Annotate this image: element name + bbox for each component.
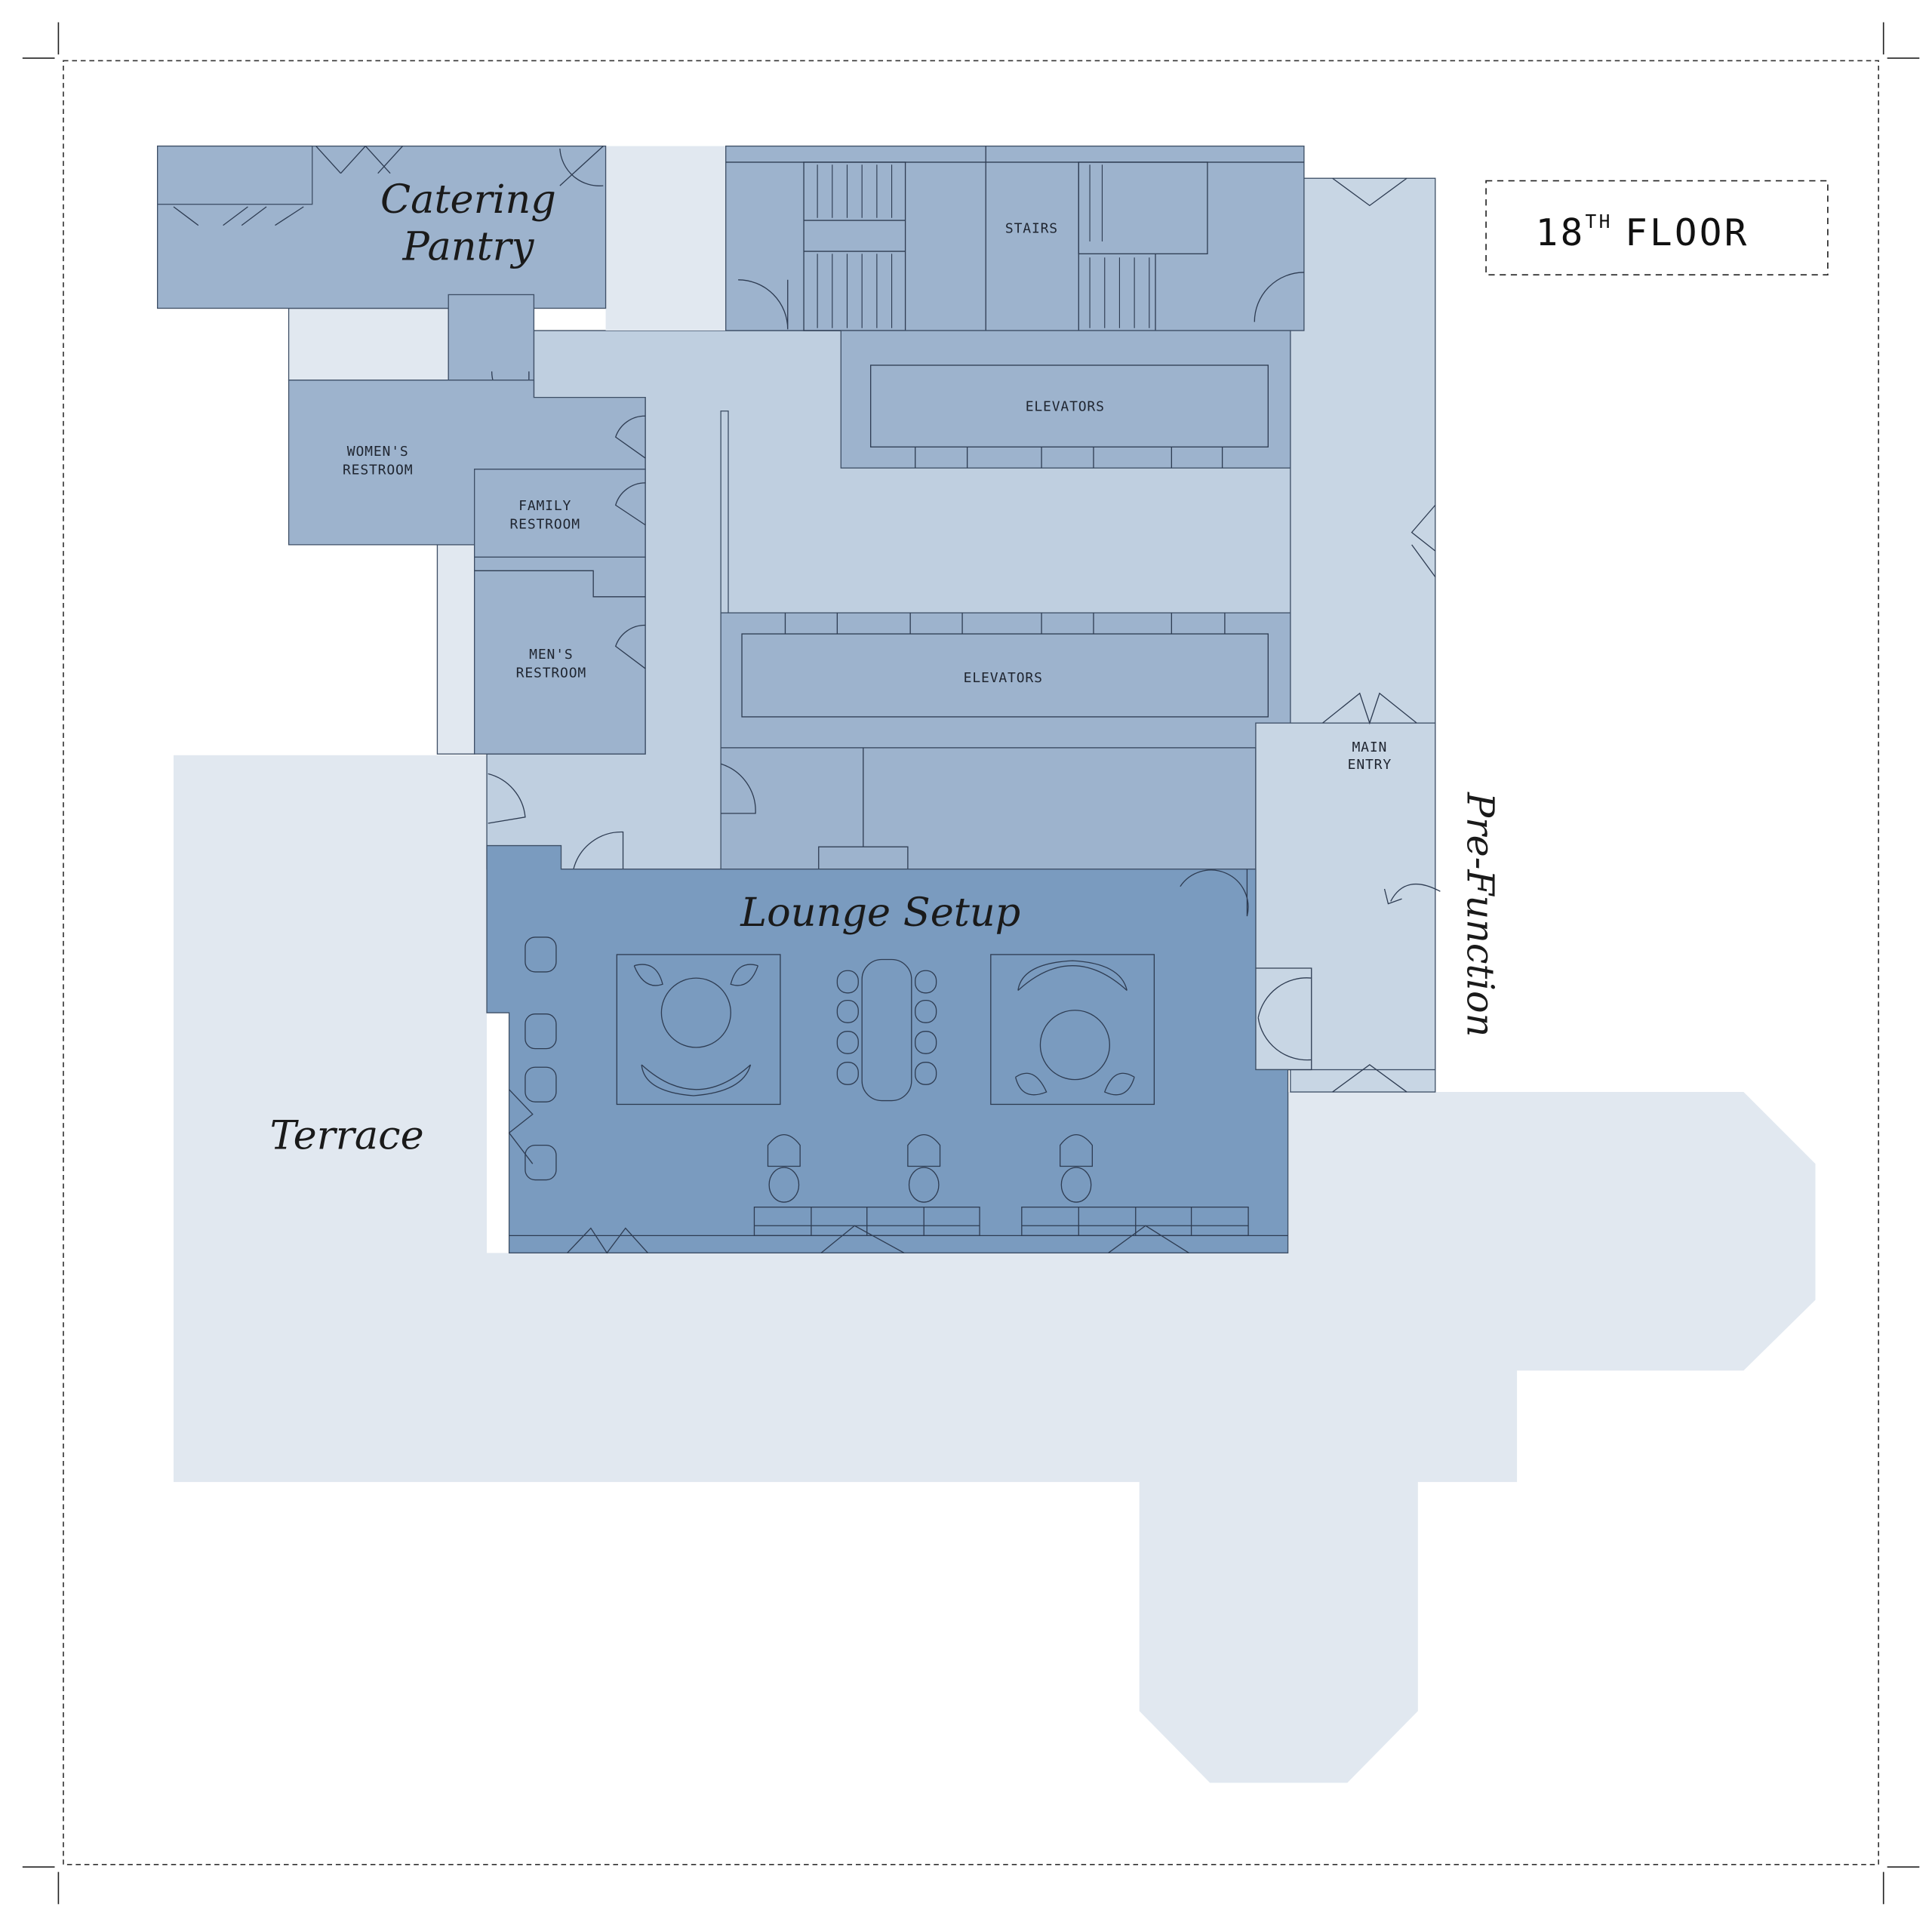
mens-label-1: MEN'S (529, 647, 573, 663)
family-restroom: FAMILY RESTROOM (474, 469, 646, 558)
floor-word: FLOOR (1625, 211, 1749, 254)
elevators-lower: ELEVATORS (720, 612, 1291, 749)
elevators-upper: ELEVATORS (840, 330, 1291, 469)
light-alcove (288, 307, 449, 381)
womens-label-2: RESTROOM (343, 462, 413, 478)
elevators-lower-label: ELEVATORS (964, 670, 1043, 686)
family-label-1: FAMILY (518, 498, 571, 514)
corridor-wall (720, 411, 729, 614)
light-gap (605, 146, 726, 331)
crop-marks (22, 22, 1920, 1905)
arrow-icon (1383, 883, 1441, 905)
mens-restroom: MEN'S RESTROOM (474, 556, 646, 755)
light-strip (436, 544, 475, 755)
terrace-label: Terrace (270, 1113, 424, 1159)
service-room (720, 747, 1257, 870)
elevators-upper-label: ELEVATORS (1026, 399, 1105, 415)
dashed-frame (63, 60, 1879, 1865)
floor-suffix: TH (1586, 211, 1613, 232)
main-entry-label-1: MAIN (1352, 740, 1387, 755)
catering-label-1: Catering (380, 177, 556, 223)
stairs-block: STAIRS (725, 145, 1305, 331)
main-entry: MAIN ENTRY (1255, 177, 1436, 1093)
family-label-2: RESTROOM (509, 517, 580, 533)
catering-label-2: Pantry (401, 224, 534, 270)
lounge-label: Lounge Setup (740, 890, 1020, 936)
stairs-label: STAIRS (1005, 220, 1058, 236)
floor-number: 18 (1536, 211, 1586, 254)
lounge-setup: Lounge Setup (486, 844, 1289, 1254)
womens-label-1: WOMEN'S (347, 444, 409, 460)
terrace-area (173, 755, 1816, 1783)
floor-label: 18TH FLOOR (1485, 180, 1829, 276)
prefunction-label: Pre-Function (1458, 792, 1502, 1037)
main-entry-label-2: ENTRY (1348, 757, 1392, 773)
womens-restroom: WOMEN'S RESTROOM (288, 380, 646, 546)
mens-label-2: RESTROOM (516, 665, 586, 681)
